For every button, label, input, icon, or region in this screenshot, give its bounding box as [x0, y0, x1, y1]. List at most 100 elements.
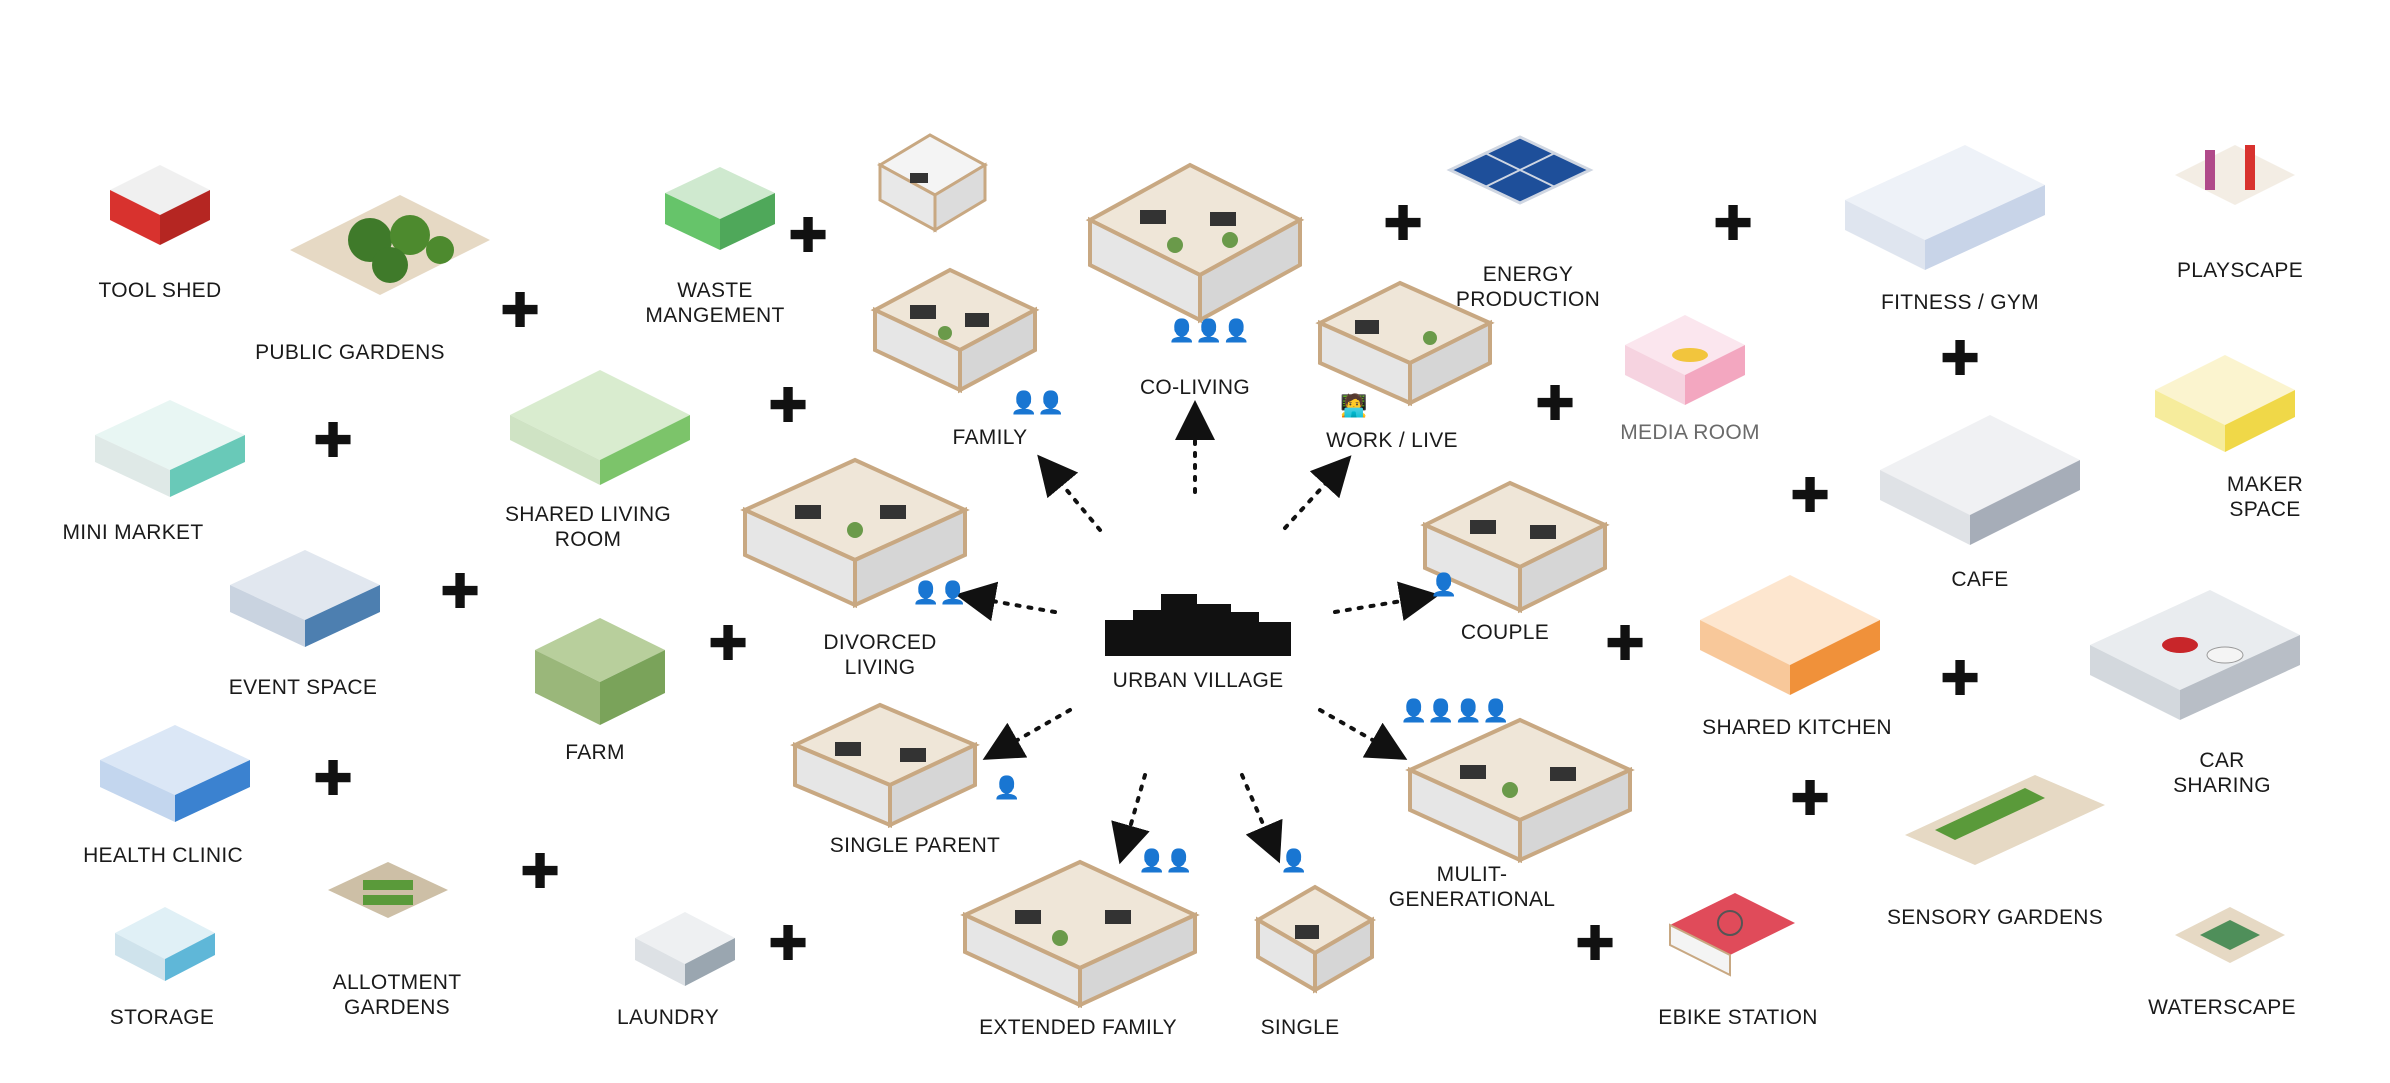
amenity-label-waterscape: WATERSCAPE: [2148, 996, 2296, 1019]
sensory-gardens-module: [1905, 775, 2105, 865]
laundry-module: [635, 912, 735, 986]
plus-icon: ✚: [1790, 470, 1831, 523]
co-living-people-icon: 👤👤👤: [1168, 318, 1251, 343]
amenity-label-waste-management: WASTE MANGEMENT: [645, 278, 784, 328]
playscape-module: [2175, 145, 2295, 205]
amenity-label-maker-space-line2: SPACE: [2229, 498, 2301, 521]
energy-production-module: [1446, 135, 1594, 205]
amenity-label-mini-market: MINI MARKET: [62, 521, 204, 544]
waste-management-module: [665, 167, 775, 250]
household-label-divorced-living-line1: DIVORCED: [823, 631, 937, 654]
amenity-label-energy-production: ENERGY PRODUCTION: [1456, 262, 1600, 312]
plus-icon: ✚: [1605, 618, 1646, 671]
multi-generational-people-icon: 👤👤👤👤: [1400, 698, 1510, 723]
amenity-label-allotment-gardens-line2: GARDENS: [344, 996, 450, 1019]
household-label-work-live: WORK / LIVE: [1326, 429, 1458, 452]
extended-family-people-icon: 👤👤: [1138, 848, 1193, 873]
divorced-living-people-icon: 👤👤: [912, 580, 967, 605]
allotment-gardens-module: [328, 862, 448, 918]
work-live-module: [1315, 280, 1495, 407]
multi-generational-module: [1405, 717, 1635, 864]
single-module: [1254, 884, 1376, 994]
plus-icon: ✚: [1713, 198, 1754, 251]
family-people-icon: 👤👤: [1010, 390, 1065, 415]
arrow-to-single: [1240, 773, 1283, 864]
plus-icon: ✚: [1790, 773, 1831, 826]
household-label-single-parent: SINGLE PARENT: [829, 834, 1001, 857]
cafe-module: [1880, 415, 2080, 545]
car-sharing-module: [2090, 590, 2300, 720]
ebike-station-module: [1669, 893, 1795, 977]
amenity-label-shared-living-room-line1: SHARED LIVING: [504, 503, 672, 526]
amenity-label-tool-shed: TOOL SHED: [98, 279, 222, 302]
amenity-label-media-room: MEDIA ROOM: [1620, 421, 1760, 444]
household-label-single: SINGLE: [1260, 1016, 1340, 1039]
work-live-people-icon: 🧑‍💻: [1340, 393, 1368, 418]
storage-module: [115, 907, 215, 981]
amenity-label-shared-living-room-line2: ROOM: [554, 528, 622, 551]
plus-icon: ✚: [1575, 918, 1616, 971]
amenity-label-waste-management-line1: WASTE: [677, 279, 753, 302]
couple-module: [1420, 480, 1610, 614]
arrow-to-divorced-living: [955, 581, 1057, 622]
media-room-module: [1625, 315, 1745, 405]
amenity-label-car-sharing-line2: SHARING: [2173, 774, 2271, 797]
farm-module: [535, 618, 665, 725]
co-living-module: [1085, 162, 1305, 324]
waterscape-module: [2175, 907, 2285, 963]
household-label-co-living: CO-LIVING: [1139, 376, 1251, 399]
household-label-extended-family: EXTENDED FAMILY: [979, 1016, 1177, 1039]
health-clinic-module: [100, 725, 250, 822]
plus-icon: ✚: [1535, 378, 1576, 431]
family-upper-module: [876, 133, 989, 233]
fitness-gym-module: [1845, 145, 2045, 270]
plus-icon: ✚: [440, 566, 481, 619]
maker-space-module: [2155, 355, 2295, 452]
amenity-label-car-sharing: CAR SHARING: [2173, 748, 2271, 798]
amenity-label-maker-space-line1: MAKER: [2226, 473, 2304, 496]
urban-village-icon: [1105, 594, 1291, 656]
amenity-label-playscape: PLAYSCAPE: [2176, 259, 2304, 282]
plus-icon: ✚: [768, 918, 809, 971]
amenity-label-laundry: LAUNDRY: [616, 1006, 720, 1029]
amenity-label-maker-space: MAKER SPACE: [2227, 472, 2303, 522]
amenity-label-sensory-gardens: SENSORY GARDENS: [1886, 906, 2104, 929]
plus-icon: ✚: [313, 415, 354, 468]
arrow-to-multi-generational: [1318, 708, 1408, 760]
plus-icon: ✚: [1940, 333, 1981, 386]
amenity-label-event-space: EVENT SPACE: [228, 676, 378, 699]
household-label-family: FAMILY: [952, 426, 1028, 449]
divorced-living-module: [740, 457, 970, 609]
plus-icon: ✚: [1940, 653, 1981, 706]
event-space-module: [230, 550, 380, 647]
household-label-multi-generational: MULIT- GENERATIONAL: [1389, 862, 1556, 912]
tool-shed-module: [110, 165, 210, 245]
public-gardens-module: [290, 195, 490, 295]
plus-icon: ✚: [1383, 198, 1424, 251]
amenity-label-storage: STORAGE: [109, 1006, 215, 1029]
extended-family-module: [960, 859, 1200, 1009]
household-label-divorced-living-line2: LIVING: [844, 656, 916, 679]
single-parent-people-icon: 👤: [993, 775, 1021, 800]
amenity-label-shared-living-room: SHARED LIVING ROOM: [505, 502, 671, 552]
plus-icon: ✚: [500, 285, 541, 338]
arrow-to-family: [1037, 454, 1102, 532]
amenity-label-energy-production-line2: PRODUCTION: [1455, 288, 1601, 311]
amenity-label-fitness-gym: FITNESS / GYM: [1881, 291, 2039, 314]
plus-icon: ✚: [708, 618, 749, 671]
amenity-label-cafe: CAFE: [1951, 568, 2009, 591]
amenity-label-car-sharing-line1: CAR: [2199, 749, 2245, 772]
couple-people-icon: 👤: [1430, 572, 1458, 597]
amenity-label-health-clinic: HEALTH CLINIC: [83, 844, 243, 867]
plus-icon: ✚: [313, 753, 354, 806]
household-label-multi-generational-line2: GENERATIONAL: [1388, 888, 1556, 911]
amenity-label-public-gardens: PUBLIC GARDENS: [255, 341, 445, 364]
amenity-label-allotment-gardens-line1: ALLOTMENT: [332, 971, 462, 994]
arrow-to-extended-family: [1111, 773, 1150, 865]
amenity-label-allotment-gardens: ALLOTMENT GARDENS: [333, 970, 462, 1020]
amenity-label-energy-production-line1: ENERGY: [1482, 263, 1574, 286]
amenity-label-waste-management-line2: MANGEMENT: [645, 304, 785, 327]
family-lower-module: [870, 267, 1040, 394]
household-label-divorced-living: DIVORCED LIVING: [823, 630, 936, 680]
